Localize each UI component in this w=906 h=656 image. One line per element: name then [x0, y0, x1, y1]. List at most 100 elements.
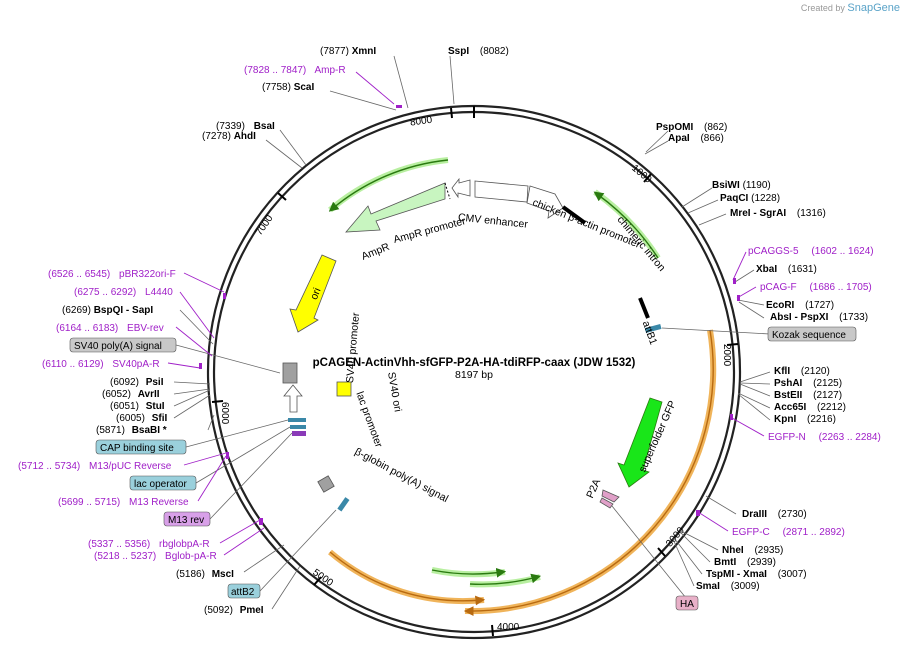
orf-arc-green-bottom-2-core: [469, 573, 542, 585]
tick-label-6000: 6000: [219, 402, 230, 425]
primer-m13rev[interactable]: (5699 .. 5715) M13 Reverse: [58, 497, 189, 508]
ampr-arrow-divider: [444, 182, 451, 200]
primer-mark-egfpc: [696, 510, 700, 516]
tick-mark-5000: [313, 576, 322, 586]
primer-egfpc[interactable]: EGFP-C (2871 .. 2892): [732, 527, 845, 538]
site-sfii[interactable]: (6005) SfiI: [116, 413, 167, 424]
m13-rev-mark: [292, 431, 306, 436]
site-bsteii[interactable]: BstEII (2127): [774, 390, 842, 401]
site-paqci[interactable]: PaqCI (1228): [720, 193, 780, 204]
site-mrei[interactable]: MreI - SgrAI (1316): [730, 208, 826, 219]
sv40-ori-box: [336, 381, 352, 397]
feature-attb1: attB1: [640, 319, 660, 346]
orf-arc-cag-core: [593, 191, 659, 259]
ori-arrow: [289, 254, 337, 333]
primer-pcaggs5[interactable]: pCAGGS-5 (1602 .. 1624): [748, 246, 874, 257]
leader-bsteii: [739, 383, 771, 397]
cmv-enhancer-arrow: [474, 180, 529, 203]
leader-scai: [329, 90, 397, 111]
leader-bglob: [223, 527, 265, 556]
tick-label-4000: 4000: [497, 622, 520, 633]
leader-ampr: [355, 71, 395, 105]
snapgene-logo: SnapGene: [847, 2, 900, 14]
leader-kozak: [661, 327, 771, 335]
box-cap[interactable]: CAP binding site: [100, 443, 174, 454]
primer-egfpn[interactable]: EGFP-N (2263 .. 2284): [768, 432, 881, 443]
site-bsiwi[interactable]: BsiWI (1190): [712, 180, 771, 191]
leader-avrii: [173, 388, 211, 395]
leader-pbr322: [183, 272, 225, 293]
primer-bglob[interactable]: (5218 .. 5237) Bglob-pA-R: [94, 551, 217, 562]
box-attb2[interactable]: attB2: [231, 587, 255, 598]
primer-mark-m13: [226, 452, 229, 459]
leader-egfpc: [697, 511, 729, 532]
site-draiii[interactable]: DraIII (2730): [742, 509, 807, 520]
primer-sv40par[interactable]: (6110 .. 6129) SV40pA-R: [42, 359, 160, 370]
site-nhei[interactable]: NheI (2935): [722, 545, 783, 556]
primer-ebvrev[interactable]: (6164 .. 6183) EBV-rev: [56, 323, 164, 334]
site-acc65i[interactable]: Acc65I (2212): [774, 402, 846, 413]
site-absi[interactable]: AbsI - PspXI (1733): [770, 312, 868, 323]
site-scai[interactable]: (7758) ScaI: [262, 82, 314, 93]
box-lacop[interactable]: lac operator: [134, 479, 187, 490]
leader-pcagf: [736, 286, 757, 299]
box-ha[interactable]: HA: [680, 599, 694, 610]
primer-pcagf[interactable]: pCAG-F (1686 .. 1705): [760, 282, 872, 293]
box-sv40polya[interactable]: SV40 poly(A) signal: [74, 341, 162, 352]
primer-l4440[interactable]: (6275 .. 6292) L4440: [74, 287, 173, 298]
orf-arc-orange-outer: [464, 329, 717, 615]
site-apai[interactable]: ApaI (866): [668, 133, 724, 144]
box-m13rev[interactable]: M13 rev: [168, 515, 204, 526]
site-bmti[interactable]: BmtI (2939): [714, 557, 776, 568]
site-psii[interactable]: (6092) PsiI: [110, 377, 164, 388]
box-lacop-bg: [129, 475, 197, 491]
site-bsai[interactable]: (7339) BsaI: [216, 121, 275, 132]
leader-stui: [173, 389, 211, 407]
leader-ecori: [737, 299, 765, 306]
ha-mark: [599, 497, 614, 509]
feature-bglobin: β-globin poly(A) signal: [353, 446, 451, 505]
site-xbai[interactable]: XbaI (1631): [756, 264, 817, 275]
leader-m13puc: [183, 452, 227, 466]
site-kfli[interactable]: KflI (2120): [774, 366, 830, 377]
primer-mark-pcagf: [737, 295, 740, 301]
tick-label-2000: 2000: [721, 344, 732, 367]
sfgfp-arrow: [617, 397, 663, 488]
feature-ampr: AmpR: [360, 241, 392, 263]
site-kpni[interactable]: KpnI (2216): [774, 414, 836, 425]
site-stui[interactable]: (6051) StuI: [110, 401, 165, 412]
primer-mark-ampr: [396, 105, 402, 108]
primer-rbglob[interactable]: (5337 .. 5356) rbglobpA-R: [88, 539, 210, 550]
site-ahdi[interactable]: (7278) AhdI: [202, 131, 256, 142]
leader-draiii: [705, 495, 737, 515]
site-pspomi[interactable]: PspOMI (862): [656, 122, 727, 133]
leader-egfpn: [731, 417, 765, 437]
feature-sv40-promoter: SV40 promoter: [344, 312, 362, 384]
site-xmni[interactable]: (7877) XmnI: [320, 46, 376, 57]
site-pmei[interactable]: (5092) PmeI: [204, 605, 264, 616]
site-tspmi[interactable]: TspMI - XmaI (3007): [706, 569, 807, 580]
site-avrii[interactable]: (6052) AvrII: [102, 389, 160, 400]
orf-arc-orange-bottom-core: [329, 551, 486, 606]
snapgene-credit: Created by SnapGene: [801, 2, 900, 14]
tick-mark-1000: [643, 173, 652, 183]
leader-rbglob: [219, 519, 261, 544]
leader-m13rev: [197, 455, 227, 502]
chicken-actin-promoter-arrow: [526, 185, 564, 219]
leader-ahdi: [265, 139, 303, 169]
lac-operator-mark: [290, 425, 306, 429]
primer-m13puc[interactable]: (5712 .. 5734) M13/pUC Reverse: [18, 461, 172, 472]
site-ecori[interactable]: EcoRI (1727): [766, 300, 834, 311]
site-bsabi[interactable]: (5871) BsaBI *: [96, 425, 167, 436]
site-msci[interactable]: (5186) MscI: [176, 569, 234, 580]
primer-ampr[interactable]: (7828 .. 7847) Amp-R: [244, 65, 346, 76]
box-kozak[interactable]: Kozak sequence: [772, 330, 846, 341]
leader-ebvrev: [175, 326, 213, 357]
site-smai[interactable]: SmaI (3009): [696, 581, 760, 592]
primer-pbr322[interactable]: (6526 .. 6545) pBR322ori-F: [48, 269, 176, 280]
orf-arc-ampr-core: [328, 159, 449, 212]
site-sspi[interactable]: SspI (8082): [448, 46, 509, 57]
site-bspqi[interactable]: (6269) BspQI - SapI: [62, 305, 153, 316]
site-pshai[interactable]: PshAI (2125): [774, 378, 842, 389]
